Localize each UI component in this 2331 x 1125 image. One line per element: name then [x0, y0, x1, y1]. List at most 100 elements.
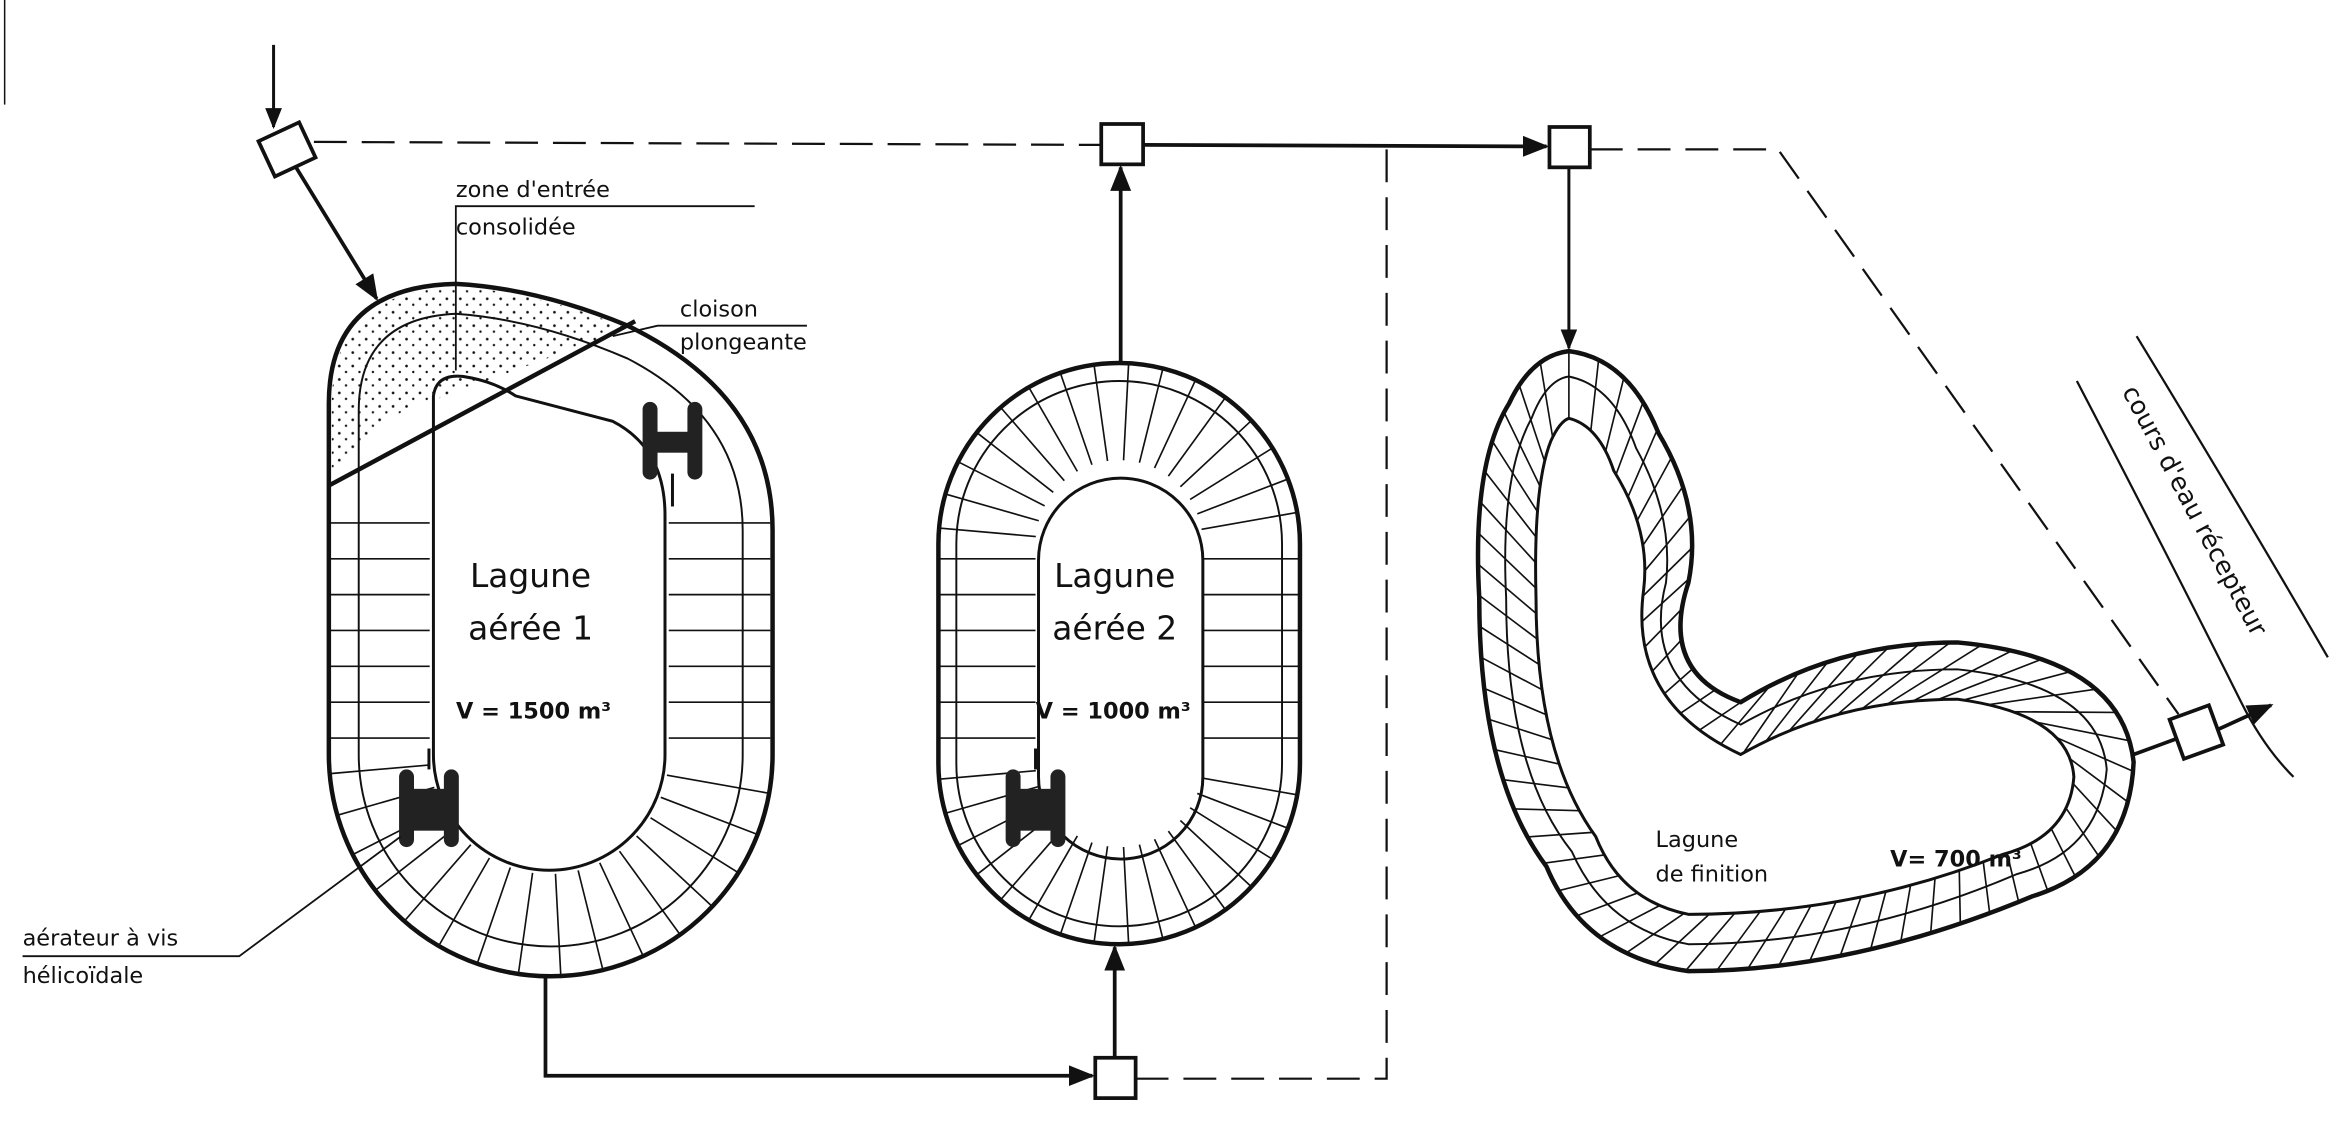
zone-label-line1: zone d'entrée — [456, 177, 610, 203]
lagoon-2 — [936, 360, 1303, 947]
hatch-tick — [1167, 830, 1226, 909]
hatch-tick — [1886, 644, 1982, 705]
aerator-icon — [1005, 748, 1066, 848]
hatch-tick — [1167, 398, 1226, 477]
hatch-tick — [1929, 878, 1936, 934]
chamber-inlet — [256, 119, 319, 179]
hatch-tick — [1201, 511, 1296, 531]
hatch-tick — [1483, 687, 1547, 716]
hatch-tick — [2069, 758, 2129, 803]
hatch-tick — [2072, 783, 2118, 832]
aerator-icon — [399, 748, 459, 848]
hatch-tick — [328, 764, 431, 775]
hatch-tick — [1093, 366, 1109, 462]
chamber-3 — [1547, 125, 1592, 170]
hatch-tick — [1477, 563, 1537, 615]
hatch-tick — [1189, 807, 1272, 860]
hatch-tick — [1484, 470, 1537, 538]
hatch-tick — [1479, 501, 1537, 564]
hatch-tick — [2065, 807, 2100, 857]
hatch-tick — [1179, 819, 1251, 887]
hatch-tick — [1625, 912, 1685, 954]
hatch-tick — [1000, 407, 1065, 482]
hatch-tick — [403, 844, 472, 922]
hatch-tick — [1060, 374, 1093, 465]
hatch-tick — [1699, 700, 1744, 731]
hatch-tick — [1503, 778, 1569, 789]
aerator-icon — [642, 401, 703, 507]
lagoon-3 — [1475, 348, 2136, 974]
hatch-tick — [1153, 838, 1196, 927]
lagoon-1-name-line2: aérée 1 — [468, 608, 593, 647]
lagoon-3-name-line1: Lagune — [1656, 827, 1739, 853]
hatch-tick — [1778, 905, 1812, 966]
hatch-tick — [1138, 844, 1164, 938]
hatch-tick — [946, 493, 1039, 522]
hatch-tick — [1720, 685, 1771, 745]
hatch-tick — [1644, 516, 1691, 572]
hatch-tick — [1642, 485, 1684, 546]
hatch-tick — [1196, 792, 1287, 829]
hatch-tick — [1679, 689, 1716, 715]
hatch-tick — [554, 873, 562, 976]
hatch-tick — [1153, 380, 1196, 469]
hatch-tick — [666, 774, 768, 794]
aerator-label-line1: aérateur à vis — [23, 926, 179, 952]
hatch-tick — [1716, 910, 1761, 972]
river-banks — [2075, 335, 2329, 778]
aerator-icons — [399, 401, 1066, 848]
hatch-tick — [660, 796, 756, 835]
hatch-tick — [2035, 721, 2130, 742]
chamber-outlet — [2167, 702, 2226, 762]
hatch-tick — [517, 872, 534, 974]
aerator-label-line2: hélicoïdale — [23, 963, 144, 989]
lagoon-1-name-line1: Lagune — [470, 556, 591, 595]
hatch-tick — [2055, 736, 2134, 773]
hatch-tick — [1644, 608, 1683, 648]
hatch-tick — [437, 857, 491, 947]
hatch-tick — [476, 867, 512, 964]
lagoon-1-volume: V = 1500 m³ — [456, 699, 611, 725]
hatch-tick — [1988, 688, 2096, 706]
hatch-tick — [1627, 429, 1658, 498]
leader-lines — [22, 205, 807, 958]
hatch-tick — [1028, 388, 1079, 472]
hatch-tick — [1060, 842, 1093, 934]
hatch-tick — [2006, 852, 2020, 903]
cloison-label-line1: cloison — [680, 297, 758, 323]
hatch-tick — [650, 817, 738, 873]
hatch-tick — [1028, 835, 1079, 920]
hatch-tick — [1488, 718, 1553, 741]
hatch-tick — [2012, 710, 2117, 714]
hatch-tick — [1912, 650, 2013, 702]
hatch-tick — [1636, 457, 1673, 522]
hatch-tick — [1604, 377, 1625, 452]
lagoon-3-volume: V= 700 m³ — [1890, 847, 2022, 873]
hatch-tick — [1478, 594, 1538, 640]
hatch-tick — [1539, 362, 1554, 438]
hatch-tick — [1518, 384, 1546, 462]
hatch-tick — [1576, 892, 1639, 917]
piping — [265, 44, 2274, 1087]
chamber-2 — [1099, 122, 1145, 167]
hatch-tick — [1839, 896, 1862, 957]
hatch-tick — [618, 850, 680, 934]
hatch-tick — [1201, 777, 1296, 796]
hatch-tick — [1189, 448, 1272, 501]
hatch-tick — [1543, 854, 1605, 865]
lagoon-3-name-line2: de finition — [1656, 861, 1769, 887]
hatch-tick — [1590, 359, 1600, 431]
hatch-tick — [1812, 647, 1889, 723]
hatch-tick — [2029, 843, 2049, 892]
inspection-chambers — [256, 119, 2226, 1100]
hatch-tick — [1122, 846, 1130, 943]
hatch-tick — [1196, 478, 1287, 515]
hatch-tick — [577, 870, 604, 970]
hatch-tick — [1527, 831, 1593, 838]
hatch-tick — [598, 862, 644, 956]
lagoon-1 — [326, 281, 775, 979]
hatch-tick — [1179, 420, 1251, 488]
hatch-tick — [1963, 670, 2071, 701]
hatch-tick — [1958, 870, 1962, 924]
